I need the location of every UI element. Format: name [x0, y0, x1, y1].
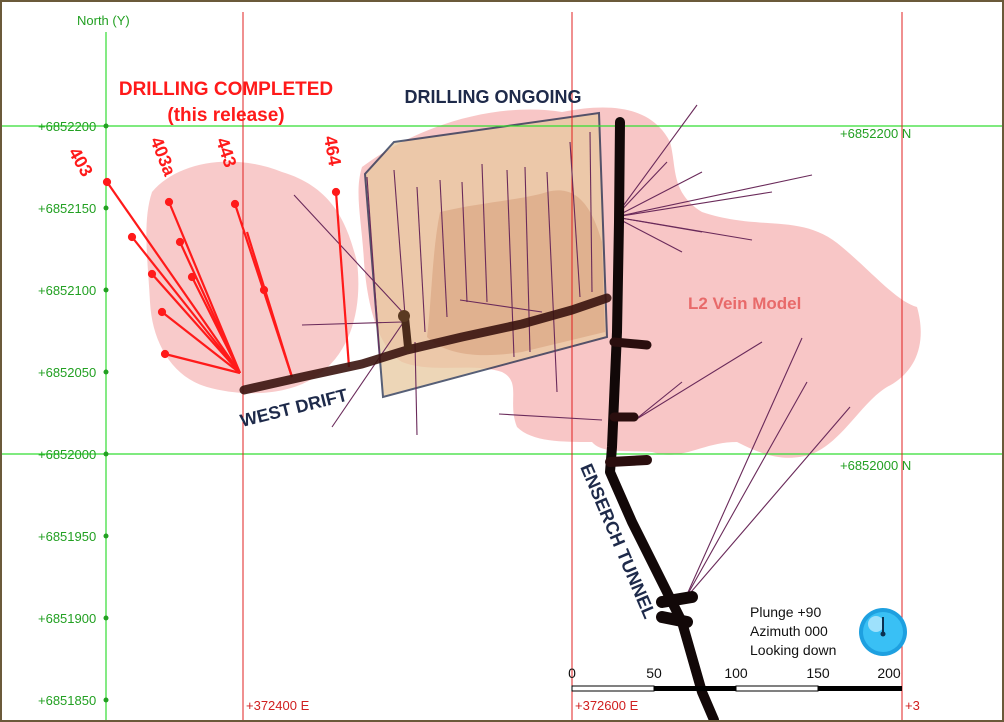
view-orientation: Plunge +90 Azimuth 000 Looking down — [750, 604, 907, 658]
vein-model-label: L2 Vein Model — [688, 294, 801, 313]
grid-east-lines — [242, 12, 903, 720]
y-axis-labels: North (Y) +6852200 +6852150 +6852100 +68… — [38, 13, 130, 708]
plunge-text: Plunge +90 — [750, 604, 821, 620]
hole-label: 464 — [320, 134, 345, 167]
y-axis-title: North (Y) — [77, 13, 130, 28]
scale-tick: 0 — [568, 665, 576, 681]
north-grid-labels: +6852200 N +6852000 N — [840, 126, 911, 473]
y-tick-label: +6851950 — [38, 529, 96, 544]
x-tick-label: +372600 E — [575, 698, 639, 713]
scale-tick: 150 — [806, 665, 830, 681]
x-tick-label: +372400 E — [246, 698, 310, 713]
y-tick-label: +6852150 — [38, 201, 96, 216]
drilling-ongoing-panel — [363, 111, 609, 399]
grid-north-lines — [2, 32, 1002, 720]
hole-label: 403a — [146, 134, 180, 180]
scale-bar: 0 50 100 150 200 — [568, 665, 902, 692]
looking-text: Looking down — [750, 642, 836, 658]
ensearch-tunnel — [605, 117, 719, 720]
y-tick-label: +6852050 — [38, 365, 96, 380]
y-tick-label: +6852100 — [38, 283, 96, 298]
scale-tick: 50 — [646, 665, 662, 681]
scale-tick: 200 — [877, 665, 901, 681]
x-tick-label: +3 — [905, 698, 920, 713]
y-tick-label: +6851900 — [38, 611, 96, 626]
west-drift — [239, 293, 612, 395]
drill-traces-completed — [102, 177, 351, 378]
grid-label: +6852000 N — [840, 458, 911, 473]
orientation-globe-icon — [859, 608, 907, 656]
x-axis-labels: +372400 E +372600 E +3 — [246, 698, 920, 713]
grid-label: +6852200 N — [840, 126, 911, 141]
underground-workings — [239, 117, 719, 720]
y-tick-label: +6851850 — [38, 693, 96, 708]
drill-traces-other — [293, 104, 851, 600]
y-tick-label: +6852200 — [38, 119, 96, 134]
azimuth-text: Azimuth 000 — [750, 623, 828, 639]
drilling-ongoing-label: DRILLING ONGOING — [405, 87, 582, 107]
y-tick-label: +6852000 — [38, 447, 96, 462]
hole-label: 403 — [65, 144, 97, 180]
scale-tick: 100 — [724, 665, 748, 681]
drilling-completed-label: DRILLING COMPLETED — [119, 79, 333, 100]
this-release-label: (this release) — [167, 105, 284, 126]
